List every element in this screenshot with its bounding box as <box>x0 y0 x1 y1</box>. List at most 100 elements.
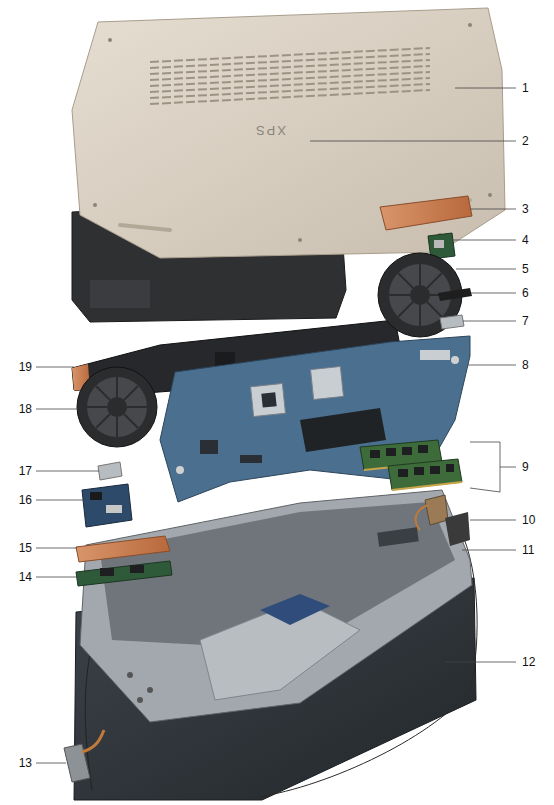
callout-number: 13 <box>6 756 32 770</box>
bracket <box>438 288 472 329</box>
palmrest <box>80 490 472 722</box>
callout-number: 12 <box>522 655 535 669</box>
ssd <box>76 561 172 586</box>
ssd <box>76 561 172 586</box>
fan <box>398 302 413 317</box>
bottom-cover <box>72 8 505 258</box>
fan <box>87 377 147 437</box>
callout-number: 11 <box>522 543 534 557</box>
callout-number: 14 <box>6 570 32 584</box>
leader-line <box>36 471 99 472</box>
fan <box>419 305 421 326</box>
leader-line <box>470 520 516 521</box>
speaker <box>416 505 428 530</box>
fan <box>124 414 138 428</box>
memory-module <box>360 440 462 490</box>
bracket <box>440 315 464 329</box>
bottom-cover <box>108 38 112 42</box>
fan <box>427 302 442 317</box>
callout-number: 18 <box>6 402 32 416</box>
leader-line <box>36 88 516 763</box>
leader-line <box>36 763 66 764</box>
system-board <box>420 350 450 360</box>
bottom-cover <box>93 203 97 207</box>
fan <box>87 377 147 437</box>
fan <box>419 264 421 285</box>
leader-line <box>36 500 83 501</box>
callout-number: 1 <box>522 81 529 95</box>
memory-module <box>370 450 380 458</box>
ssd-shield <box>76 536 170 562</box>
bracket <box>438 288 472 301</box>
system-board <box>160 336 470 502</box>
fan <box>389 294 410 296</box>
fan <box>77 367 157 447</box>
fan <box>116 377 118 397</box>
memory-module <box>370 445 454 477</box>
speaker <box>416 495 470 546</box>
bracket <box>98 462 122 480</box>
fan <box>127 406 147 408</box>
leader-line <box>310 141 516 142</box>
bottom-cover <box>120 225 170 230</box>
callout-number: 19 <box>6 360 32 374</box>
memory-module <box>398 469 408 477</box>
speaker <box>425 495 448 525</box>
leader-line <box>462 550 516 551</box>
io-board <box>90 492 102 500</box>
io-board <box>106 505 122 513</box>
system-board <box>451 356 459 364</box>
bottom-cover <box>468 23 472 27</box>
memory-module <box>402 447 412 455</box>
callout-number: 16 <box>6 493 32 507</box>
bottom-cover <box>150 72 430 86</box>
leader-line <box>445 662 516 663</box>
memory-module <box>392 482 462 490</box>
memory-module <box>414 467 424 475</box>
system-board <box>251 383 286 416</box>
leader-line <box>470 442 500 492</box>
callout-number: 4 <box>522 233 529 247</box>
memory-module <box>386 448 396 456</box>
leader-line <box>463 321 516 322</box>
leader-line <box>452 240 516 241</box>
callout-number: 5 <box>522 262 529 276</box>
callout-number: 10 <box>522 513 535 527</box>
system-board <box>261 392 276 407</box>
callout-number: 6 <box>522 286 529 300</box>
leader-line <box>456 269 516 270</box>
callout-number: 17 <box>6 464 32 478</box>
palmrest <box>127 672 133 678</box>
bottom-cover <box>150 84 430 98</box>
speaker <box>445 512 470 546</box>
ssd <box>100 568 114 576</box>
fan <box>124 386 138 400</box>
system-board <box>200 440 218 454</box>
leader-line <box>470 209 516 210</box>
palmrest <box>377 527 419 546</box>
bottom-cover <box>150 90 430 104</box>
ssd-shield <box>380 196 472 230</box>
hinge-bracket <box>82 730 104 752</box>
callout-number: 8 <box>522 358 529 372</box>
fan <box>96 414 110 428</box>
leader-line <box>36 367 74 368</box>
palmrest <box>260 594 330 625</box>
callout-number: 15 <box>6 541 32 555</box>
palmrest <box>137 697 143 703</box>
memory-module <box>430 466 440 474</box>
battery <box>90 280 150 308</box>
palmrest <box>80 490 472 722</box>
leader-line <box>500 467 516 468</box>
bottom-cover <box>150 48 430 104</box>
bottom-cover <box>150 48 430 62</box>
leader-line <box>36 409 78 410</box>
ssd-shield <box>380 196 472 230</box>
ssd <box>130 565 144 573</box>
leader-line <box>36 577 77 578</box>
callout-number: 3 <box>522 202 529 216</box>
callout-number: 2 <box>522 134 529 148</box>
fan <box>427 273 442 288</box>
